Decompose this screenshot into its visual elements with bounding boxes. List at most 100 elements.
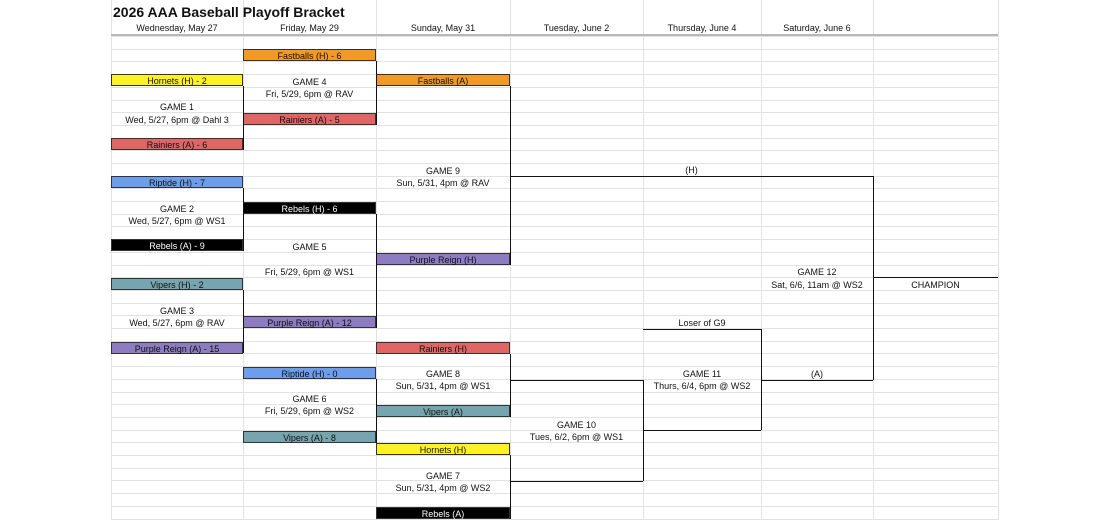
grid-column-line	[761, 0, 762, 520]
grid-row-line	[111, 328, 998, 329]
grid-row-line	[111, 303, 998, 304]
grid-row-line	[111, 112, 998, 113]
grid-column-line	[643, 0, 644, 520]
grid-row-line	[111, 239, 998, 240]
team-bar-vipers-g6[interactable]: Vipers (A) - 8	[243, 431, 376, 443]
game-5-detail: Fri, 5/29, 6pm @ WS1	[264, 267, 355, 277]
team-bar-hornets-g7[interactable]: Hornets (H)	[376, 443, 510, 455]
grid-row-line	[111, 252, 998, 253]
grid-column-line	[243, 0, 244, 520]
grid-row-line	[111, 442, 998, 443]
g10-to-g11-line	[643, 430, 761, 431]
grid-row-line	[111, 61, 998, 62]
game-9-detail: Sun, 5/31, 4pm @ RAV	[396, 178, 490, 188]
g7-connector	[510, 455, 511, 519]
game-4-detail: Fri, 5/29, 6pm @ RAV	[265, 89, 354, 99]
header-divider	[111, 34, 998, 36]
team-bar-vipers-g3[interactable]: Vipers (H) - 2	[111, 278, 243, 290]
grid-row-line	[111, 125, 998, 126]
team-bar-rainiers-g8[interactable]: Rainiers (H)	[376, 342, 510, 354]
game-12-title: GAME 12	[797, 267, 837, 277]
team-bar-fastballs-g9[interactable]: Fastballs (A)	[376, 74, 510, 86]
team-bar-rainiers-g1[interactable]: Rainiers (A) - 6	[111, 138, 243, 150]
day-header-tuesday: Tuesday, June 2	[543, 23, 610, 33]
grid-row-line	[111, 404, 998, 405]
game-3-detail: Wed, 5/27, 6pm @ RAV	[129, 318, 225, 328]
g8-connector	[510, 354, 511, 417]
team-bar-rebels-g2[interactable]: Rebels (A) - 9	[111, 239, 243, 251]
g12-connector	[873, 176, 874, 380]
grid-row-line	[111, 277, 998, 278]
grid-row-line	[111, 341, 998, 342]
team-bar-vipers-g8[interactable]: Vipers (A)	[376, 405, 510, 417]
grid-row-line	[111, 163, 998, 164]
game-11-title: GAME 11	[682, 369, 722, 379]
champion-line	[873, 277, 998, 278]
game-10-title: GAME 10	[556, 420, 596, 430]
grid-row-line	[111, 379, 998, 380]
team-bar-purple-reign-g3[interactable]: Purple Reign (A) - 15	[111, 342, 243, 354]
grid-row-line	[111, 100, 998, 101]
g4-connector	[376, 61, 377, 125]
grid-row-line	[111, 226, 998, 227]
loser-g9-line	[643, 329, 761, 330]
team-bar-rebels-g5[interactable]: Rebels (H) - 6	[243, 202, 376, 214]
team-bar-rainiers-g4[interactable]: Rainiers (A) - 5	[243, 113, 376, 125]
grid-row-line	[111, 455, 998, 456]
grid-row-line	[111, 74, 998, 75]
game-6-detail: Fri, 5/29, 6pm @ WS2	[264, 406, 355, 416]
g11-to-g12-line	[761, 380, 873, 381]
team-bar-purple-reign-g9[interactable]: Purple Reign (H)	[376, 253, 510, 265]
grid-row-line	[111, 138, 998, 139]
grid-row-line	[111, 315, 998, 316]
grid-row-line	[111, 290, 998, 291]
game-4-title: GAME 4	[292, 77, 327, 87]
game-10-detail: Tues, 6/2, 6pm @ WS1	[529, 432, 624, 442]
g6-connector	[376, 379, 377, 443]
grid-row-line	[111, 353, 998, 354]
game-1-title: GAME 1	[159, 102, 194, 112]
team-bar-rebels-g7[interactable]: Rebels (A)	[376, 507, 510, 519]
grid-row-line	[111, 214, 998, 215]
day-header-thursday: Thursday, June 4	[667, 23, 737, 33]
g2-connector	[243, 188, 244, 251]
team-bar-riptide-g6[interactable]: Riptide (H) - 0	[243, 367, 376, 379]
grid-row-line	[111, 36, 998, 37]
g8-to-g10-line	[510, 380, 643, 381]
game-5-title: GAME 5	[292, 242, 327, 252]
game-2-detail: Wed, 5/27, 6pm @ WS1	[128, 216, 226, 226]
g7-to-g10-line	[510, 481, 643, 482]
grid-row-line	[111, 150, 998, 151]
game-2-title: GAME 2	[159, 204, 194, 214]
team-bar-purple-reign-g5[interactable]: Purple Reign (A) - 12	[243, 316, 376, 328]
team-bar-riptide-g2[interactable]: Riptide (H) - 7	[111, 176, 243, 188]
g9-to-g12-line	[510, 176, 873, 177]
game-8-title: GAME 8	[425, 369, 460, 379]
grid-row-line	[111, 417, 998, 418]
game-11-detail: Thurs, 6/4, 6pm @ WS2	[653, 381, 751, 391]
loser-of-g9-label: Loser of G9	[678, 318, 726, 328]
grid-column-line	[998, 0, 999, 520]
game-12-away-label: (A)	[811, 369, 823, 379]
grid-row-line	[111, 468, 998, 469]
day-header-sunday: Sunday, May 31	[410, 23, 476, 33]
day-header-saturday: Saturday, June 6	[783, 23, 851, 33]
day-header-friday: Friday, May 29	[280, 23, 339, 33]
team-bar-fastballs-g4[interactable]: Fastballs (H) - 6	[243, 49, 376, 61]
game-8-detail: Sun, 5/31, 4pm @ WS1	[395, 381, 491, 391]
team-bar-hornets-g1[interactable]: Hornets (H) - 2	[111, 74, 243, 86]
game-6-title: GAME 6	[292, 394, 327, 404]
game-1-detail: Wed, 5/27, 6pm @ Dahl 3	[125, 115, 229, 125]
game-3-title: GAME 3	[159, 306, 194, 316]
game-12-detail: Sat, 6/6, 11am @ WS2	[771, 280, 863, 290]
page-title: 2026 AAA Baseball Playoff Bracket	[113, 4, 345, 20]
grid-row-line	[111, 87, 998, 88]
game-7-title: GAME 7	[425, 471, 460, 481]
grid-row-line	[111, 366, 998, 367]
grid-row-line	[111, 392, 998, 393]
grid-row-line	[111, 506, 998, 507]
game-12-home-label: (H)	[685, 165, 698, 175]
grid-row-line	[111, 201, 998, 202]
grid-column-line	[111, 0, 112, 520]
game-9-title: GAME 9	[425, 166, 460, 176]
